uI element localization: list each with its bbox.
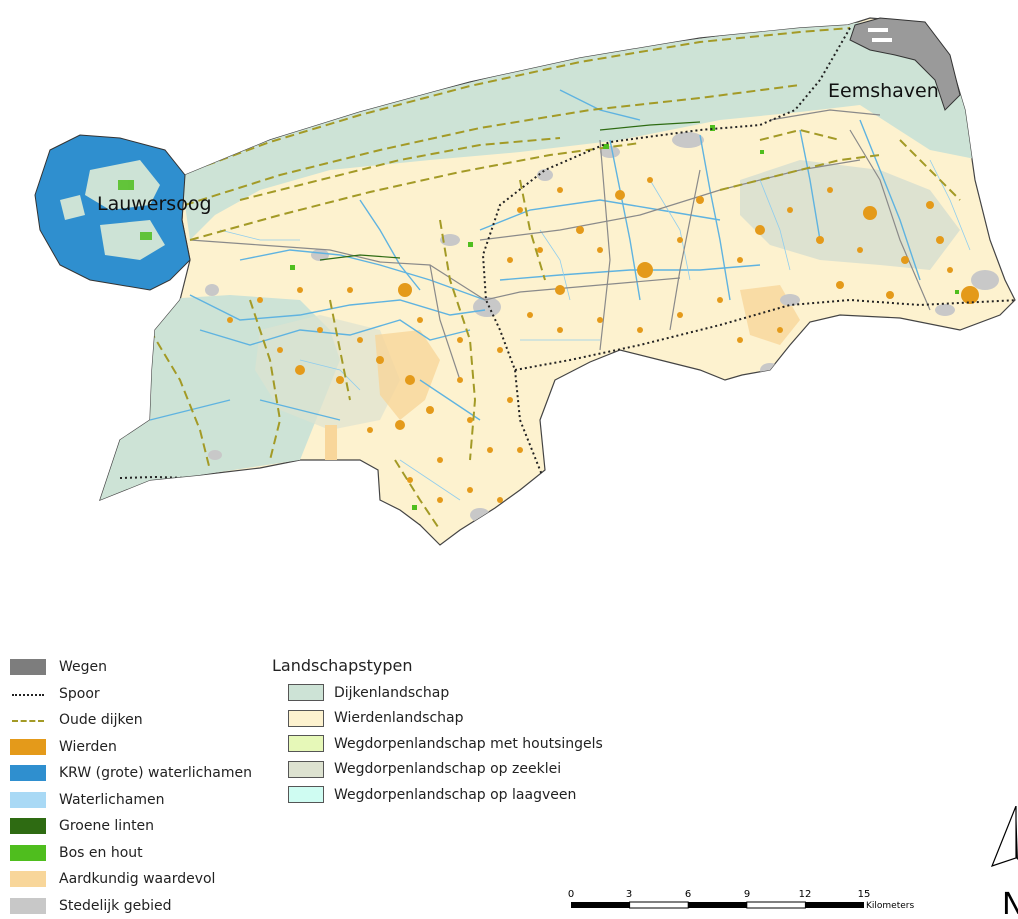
legend-label: Wierdenlandschap — [334, 710, 463, 726]
legend-item-aardkundig: Aardkundig waardevol — [10, 866, 252, 893]
legend-label: Stedelijk gebied — [59, 898, 172, 914]
legend-item-oude-dijken: Oude dijken — [10, 707, 252, 734]
legend-swatch-groene-linten — [10, 818, 46, 834]
aardkundig-patch-3 — [325, 425, 337, 465]
legend-swatch-wegen — [10, 659, 46, 675]
north-label: N — [1002, 887, 1018, 916]
legend-label: Bos en hout — [59, 845, 143, 861]
legend-swatch-stedelijk — [10, 898, 46, 914]
scale-tick-label: 3 — [626, 889, 632, 900]
legend-swatch-wierden — [10, 739, 46, 755]
scale-segment-2 — [630, 902, 689, 908]
legend-label: Wierden — [59, 739, 117, 755]
legend-swatch-waterlichamen — [10, 792, 46, 808]
scale-segment-5 — [805, 902, 864, 908]
legend-swatch-aardkundig — [10, 871, 46, 887]
legend-item-dijkenlandschap: Dijkenlandschap — [272, 680, 603, 706]
legend-label: Aardkundig waardevol — [59, 871, 215, 887]
legend-label: Spoor — [59, 686, 100, 702]
legend-item-groene-linten: Groene linten — [10, 813, 252, 840]
scale-segment-1 — [571, 902, 630, 908]
legend-item-wierdenlandschap: Wierdenlandschap — [272, 706, 603, 732]
place-label-lauwersoog: Lauwersoog — [97, 193, 212, 215]
map-canvas[interactable]: Lauwersoog Eemshaven — [0, 0, 1018, 600]
legend-label: Groene linten — [59, 818, 154, 834]
legend-item-wierden: Wierden — [10, 734, 252, 761]
legend-item-krw: KRW (grote) waterlichamen — [10, 760, 252, 787]
scale-tick-label: 12 — [799, 889, 812, 900]
legend-swatch-wegdorpen-houtsingels — [288, 735, 324, 752]
scale-segment-4 — [747, 902, 806, 908]
legend-label: KRW (grote) waterlichamen — [59, 765, 252, 781]
north-arrow-icon — [992, 806, 1016, 866]
scale-segment-3 — [688, 902, 747, 908]
legend-landscapes: Landschapstypen Dijkenlandschap Wierdenl… — [272, 654, 603, 808]
legend-swatch-bos-en-hout — [10, 845, 46, 861]
legend-label: Wegdorpenlandschap op zeeklei — [334, 761, 561, 777]
legend-item-spoor: Spoor — [10, 681, 252, 708]
legend-label: Waterlichamen — [59, 792, 164, 808]
legend-swatch-wierdenlandschap — [288, 710, 324, 727]
legend-item-wegdorpen-houtsingels: Wegdorpenlandschap met houtsingels — [272, 731, 603, 757]
scale-tick-label: 15 — [858, 889, 871, 900]
scale-bar: 0 3 6 9 12 15 Kilometers — [565, 884, 1005, 914]
legend-item-wegdorpen-laagveen: Wegdorpenlandschap op laagveen — [272, 782, 603, 808]
legend-item-waterlichamen: Waterlichamen — [10, 787, 252, 814]
legend-label: Oude dijken — [59, 712, 143, 728]
scale-tick-label: 6 — [685, 889, 691, 900]
legend-label: Dijkenlandschap — [334, 685, 449, 701]
legend-swatch-wegdorpen-laagveen — [288, 786, 324, 803]
legend-swatch-krw — [10, 765, 46, 781]
legend-swatch-wegdorpen-zeeklei — [288, 761, 324, 778]
legend-swatch-spoor — [10, 686, 46, 702]
scale-unit-label: Kilometers — [866, 901, 914, 911]
legend-features: Wegen Spoor Oude dijken Wierden KRW (gro… — [10, 654, 252, 919]
legend-item-wegdorpen-zeeklei: Wegdorpenlandschap op zeeklei — [272, 757, 603, 783]
north-arrow: N — [968, 806, 1018, 916]
legend-swatch-dijkenlandschap — [288, 684, 324, 701]
legend-item-wegen: Wegen — [10, 654, 252, 681]
scale-tick-label: 0 — [568, 889, 574, 900]
legend-item-bos-en-hout: Bos en hout — [10, 840, 252, 867]
legend-swatch-oude-dijken — [10, 712, 46, 728]
legend-title: Landschapstypen — [272, 654, 603, 680]
legend-item-stedelijk: Stedelijk gebied — [10, 893, 252, 919]
scale-tick-label: 9 — [744, 889, 750, 900]
place-label-eemshaven: Eemshaven — [828, 80, 939, 102]
legend-label: Wegen — [59, 659, 107, 675]
legend-label: Wegdorpenlandschap op laagveen — [334, 787, 576, 803]
legend-label: Wegdorpenlandschap met houtsingels — [334, 736, 603, 752]
